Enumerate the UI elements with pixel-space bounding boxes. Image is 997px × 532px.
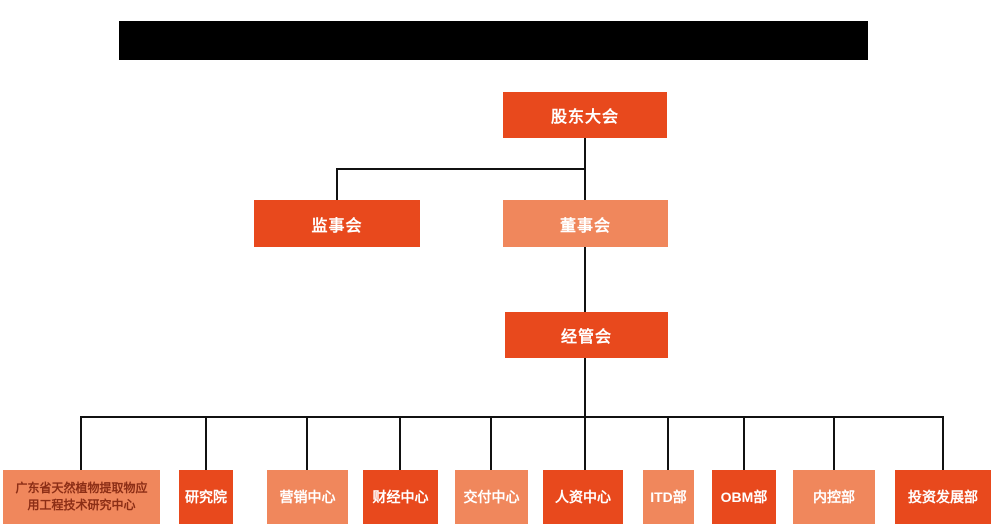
org-node-board-of-directors: 董事会 — [503, 200, 668, 247]
connector-drop-internal-control — [833, 416, 835, 470]
connector-drop-finance — [399, 416, 401, 470]
org-node-label: ITD部 — [650, 489, 687, 505]
connector-level2-horizontal — [336, 168, 586, 170]
org-node-label: 经管会 — [560, 329, 612, 346]
org-node-label: 投资发展部 — [908, 489, 978, 505]
redacted-title-bar — [119, 21, 868, 60]
org-node-shareholders-meeting: 股东大会 — [503, 92, 667, 138]
org-node-internal-control-dept: 内控部 — [793, 470, 875, 524]
org-node-obm-dept: OBM部 — [712, 470, 776, 524]
org-node-label: 研究院 — [185, 489, 227, 505]
org-node-label: 人资中心 — [555, 489, 611, 505]
connector-management-vertical — [584, 358, 586, 470]
connector-drop-research-institute — [205, 416, 207, 470]
org-node-label: 董事会 — [559, 217, 611, 235]
org-node-label: 监事会 — [311, 217, 363, 235]
org-node-label: 内控部 — [813, 489, 855, 505]
connector-drop-delivery — [490, 416, 492, 470]
org-node-label-line2: 用工程技术研究中心 — [27, 498, 136, 512]
connector-departments-horizontal — [80, 416, 944, 418]
org-node-delivery-center: 交付中心 — [455, 470, 528, 524]
org-node-itd-dept: ITD部 — [643, 470, 694, 524]
org-node-supervisory-board: 监事会 — [254, 200, 420, 247]
org-node-marketing-center: 营销中心 — [267, 470, 348, 524]
org-node-label: 交付中心 — [463, 489, 520, 505]
org-node-label: OBM部 — [720, 489, 768, 505]
org-node-label-line1: 广东省天然植物提取物应 — [15, 480, 148, 495]
connector-supervisory-drop — [336, 168, 338, 200]
org-node-management-committee: 经管会 — [505, 312, 668, 358]
connector-drop-obm — [743, 416, 745, 470]
connector-drop-marketing — [306, 416, 308, 470]
org-node-hr-center: 人资中心 — [543, 470, 623, 524]
org-node-investment-development-dept: 投资发展部 — [895, 470, 991, 524]
connector-board-management — [584, 247, 586, 312]
org-node-label: 营销中心 — [279, 489, 336, 505]
org-node-research-center: 广东省天然植物提取物应 用工程技术研究中心 — [3, 470, 160, 524]
org-node-label: 财经中心 — [372, 489, 429, 505]
org-node-finance-center: 财经中心 — [363, 470, 438, 524]
connector-drop-itd — [667, 416, 669, 470]
connector-drop-research-center — [80, 416, 82, 470]
connector-drop-investment — [942, 416, 944, 470]
org-node-research-institute: 研究院 — [179, 470, 233, 524]
org-node-label: 股东大会 — [550, 109, 619, 126]
